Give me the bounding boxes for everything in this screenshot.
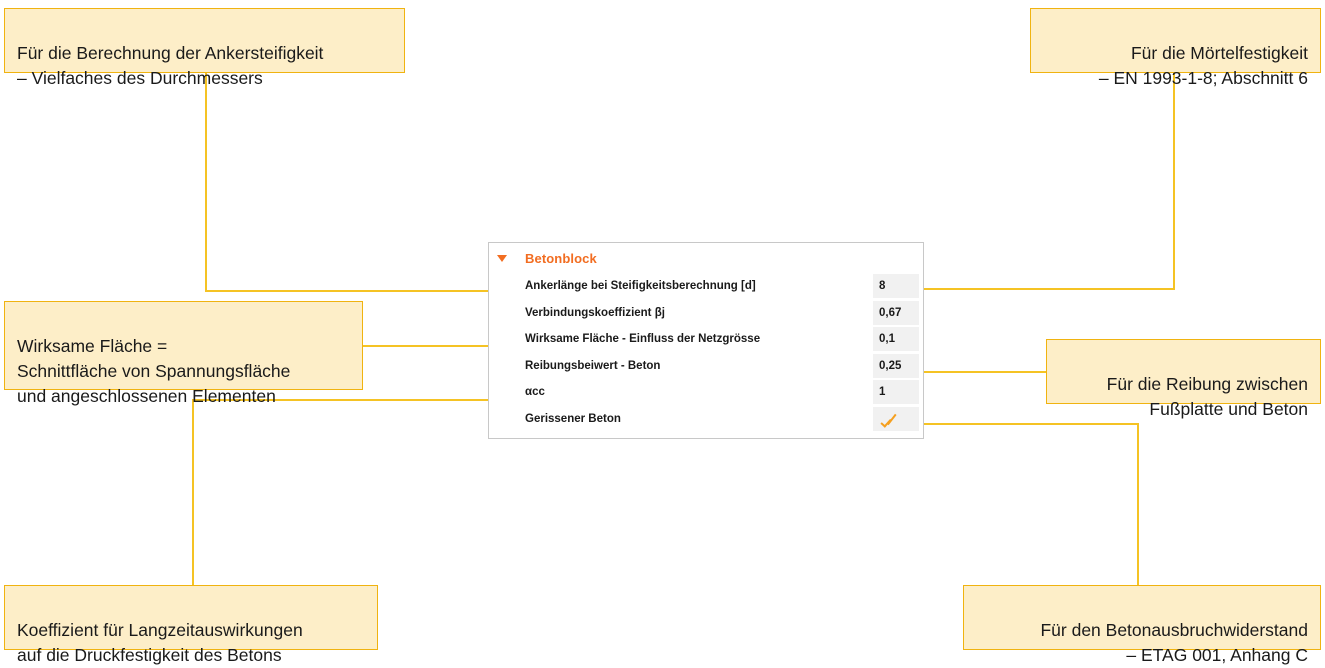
callout-long-term-coefficient-text: Koeffizient für Langzeitauswirkungen auf… (17, 620, 303, 665)
table-row[interactable]: Ankerlänge bei Steifigkeitsberechnung [d… (489, 273, 923, 300)
property-value[interactable]: 0,67 (873, 300, 919, 325)
triangle-down-icon[interactable] (497, 254, 507, 262)
connector-mortar-strength-horizontal (921, 288, 1175, 290)
callout-friction-text: Für die Reibung zwischen Fußplatte und B… (1106, 374, 1308, 419)
connector-effective-area-horizontal (362, 345, 490, 347)
property-label: Gerissener Beton (525, 412, 621, 425)
property-value[interactable]: 1 (873, 380, 919, 405)
callout-friction: Für die Reibung zwischen Fußplatte und B… (1046, 339, 1321, 419)
property-label: Verbindungskoeffizient βj (525, 306, 665, 319)
callout-mortar-strength: Für die Mörtelfestigkeit – EN 1993-1-8; … (1030, 8, 1321, 88)
connector-friction-horizontal (921, 371, 1047, 373)
connector-long-term-vertical (192, 399, 194, 586)
property-value[interactable]: 0,25 (873, 353, 919, 378)
panel-header[interactable]: Betonblock (489, 243, 923, 273)
panel-title: Betonblock (525, 250, 597, 266)
callout-long-term-coefficient: Koeffizient für Langzeitauswirkungen auf… (4, 585, 378, 665)
table-row[interactable]: Verbindungskoeffizient βj 0,67 (489, 300, 923, 327)
table-row[interactable]: αcc 1 (489, 379, 923, 406)
connector-anchor-stiffness-horizontal (205, 290, 490, 292)
callout-concrete-breakout: Für den Betonausbruchwiderstand – ETAG 0… (963, 585, 1321, 665)
property-panel: Betonblock Ankerlänge bei Steifigkeitsbe… (488, 242, 924, 439)
property-value-checkbox[interactable] (873, 406, 919, 431)
callout-anchor-stiffness-text: Für die Berechnung der Ankersteifigkeit … (17, 43, 324, 88)
connector-concrete-breakout-horizontal (921, 423, 1138, 425)
callout-anchor-stiffness: Für die Berechnung der Ankersteifigkeit … (4, 8, 405, 88)
property-label: αcc (525, 386, 545, 399)
table-row[interactable]: Reibungsbeiwert - Beton 0,25 (489, 353, 923, 380)
property-value[interactable]: 0,1 (873, 327, 919, 352)
callout-mortar-strength-text: Für die Mörtelfestigkeit – EN 1993-1-8; … (1098, 43, 1308, 88)
connector-anchor-stiffness-vertical (205, 73, 207, 292)
property-label: Ankerlänge bei Steifigkeitsberechnung [d… (525, 280, 756, 293)
property-value[interactable]: 8 (873, 274, 919, 299)
checkmark-icon (882, 412, 895, 425)
table-row[interactable]: Wirksame Fläche - Einfluss der Netzgröss… (489, 326, 923, 353)
connector-mortar-strength-vertical (1173, 73, 1175, 290)
property-label: Wirksame Fläche - Einfluss der Netzgröss… (525, 333, 761, 346)
connector-long-term-horizontal (192, 399, 490, 401)
callout-effective-area-text: Wirksame Fläche = Schnittfläche von Span… (17, 336, 291, 406)
callout-effective-area: Wirksame Fläche = Schnittfläche von Span… (4, 301, 363, 406)
callout-concrete-breakout-text: Für den Betonausbruchwiderstand – ETAG 0… (1040, 620, 1308, 665)
property-label: Reibungsbeiwert - Beton (525, 359, 661, 372)
connector-concrete-breakout-vertical (1137, 423, 1139, 586)
table-row[interactable]: Gerissener Beton (489, 406, 923, 433)
